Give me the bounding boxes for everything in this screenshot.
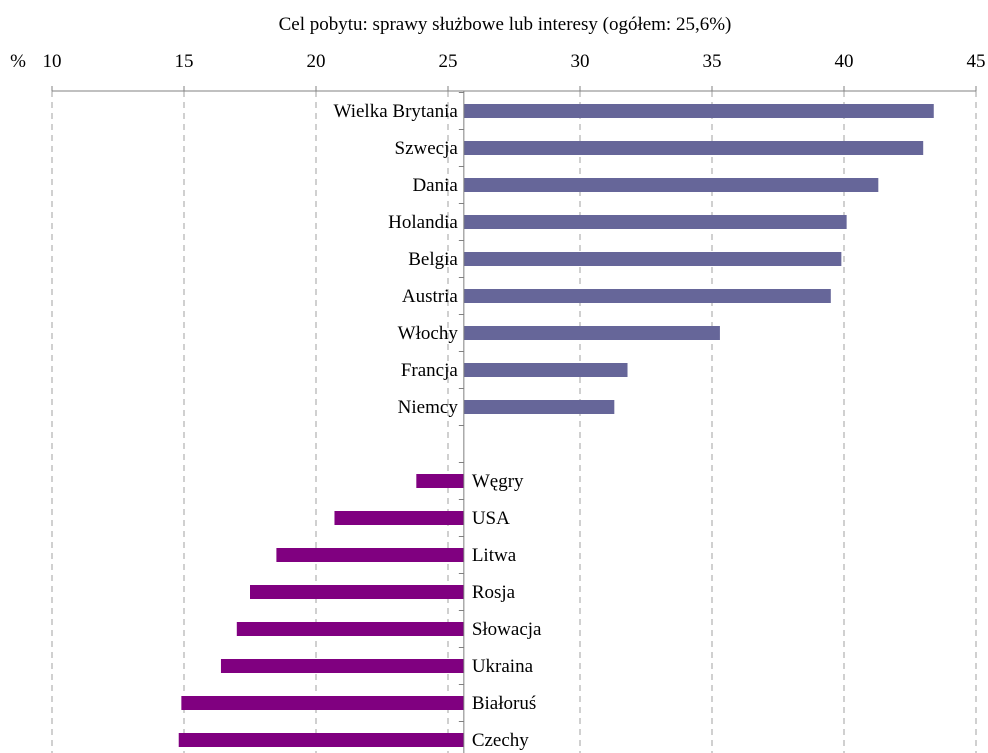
- bar: [334, 511, 464, 525]
- bar: [463, 104, 934, 118]
- category-label: Szwecja: [395, 138, 459, 159]
- category-axis: [458, 91, 465, 753]
- category-label: Francja: [401, 360, 459, 381]
- category-label: Czechy: [472, 730, 529, 751]
- category-label: Litwa: [472, 545, 517, 566]
- grid-lines: [51, 91, 977, 753]
- x-tick-label: 40: [835, 51, 854, 72]
- unit-label: %: [10, 51, 26, 72]
- x-tick-label: 20: [307, 51, 326, 72]
- category-label: Białoruś: [472, 693, 536, 714]
- category-label: Wielka Brytania: [334, 101, 459, 122]
- bar: [463, 215, 847, 229]
- bar: [236, 622, 464, 636]
- x-tick-label: 15: [175, 51, 194, 72]
- category-label: Holandia: [388, 212, 458, 233]
- x-tick-label: 25: [439, 51, 458, 72]
- x-tick-label: 10: [43, 51, 62, 72]
- x-tick-label: 45: [967, 51, 986, 72]
- x-tick-label: 35: [703, 51, 722, 72]
- bar: [463, 363, 628, 377]
- x-tick-label: 30: [571, 51, 590, 72]
- x-axis-ticks: 10 15 20 25 30 35 40 45: [43, 51, 986, 92]
- category-label: Włochy: [398, 323, 459, 344]
- category-label: Słowacja: [472, 619, 542, 640]
- bar: [463, 141, 924, 155]
- bar: [463, 326, 720, 340]
- bar: [178, 733, 464, 747]
- bars: [178, 104, 934, 747]
- bar: [220, 659, 464, 673]
- bar: [463, 252, 842, 266]
- bar: [463, 289, 831, 303]
- chart-title: Cel pobytu: sprawy służbowe lub interesy…: [279, 14, 732, 35]
- category-label: Węgry: [472, 471, 524, 492]
- bar: [463, 178, 879, 192]
- category-label: Dania: [412, 175, 458, 196]
- bar: [250, 585, 464, 599]
- bar: [276, 548, 464, 562]
- category-label: Ukraina: [472, 656, 534, 677]
- bar: [416, 474, 464, 488]
- category-label: Austria: [402, 286, 459, 307]
- category-label: Niemcy: [398, 397, 459, 418]
- bar: [181, 696, 464, 710]
- category-labels: Wielka BrytaniaSzwecjaDaniaHolandiaBelgi…: [334, 101, 542, 751]
- category-label: USA: [472, 508, 510, 529]
- category-label: Belgia: [408, 249, 458, 270]
- category-label: Rosja: [472, 582, 516, 603]
- bar: [463, 400, 615, 414]
